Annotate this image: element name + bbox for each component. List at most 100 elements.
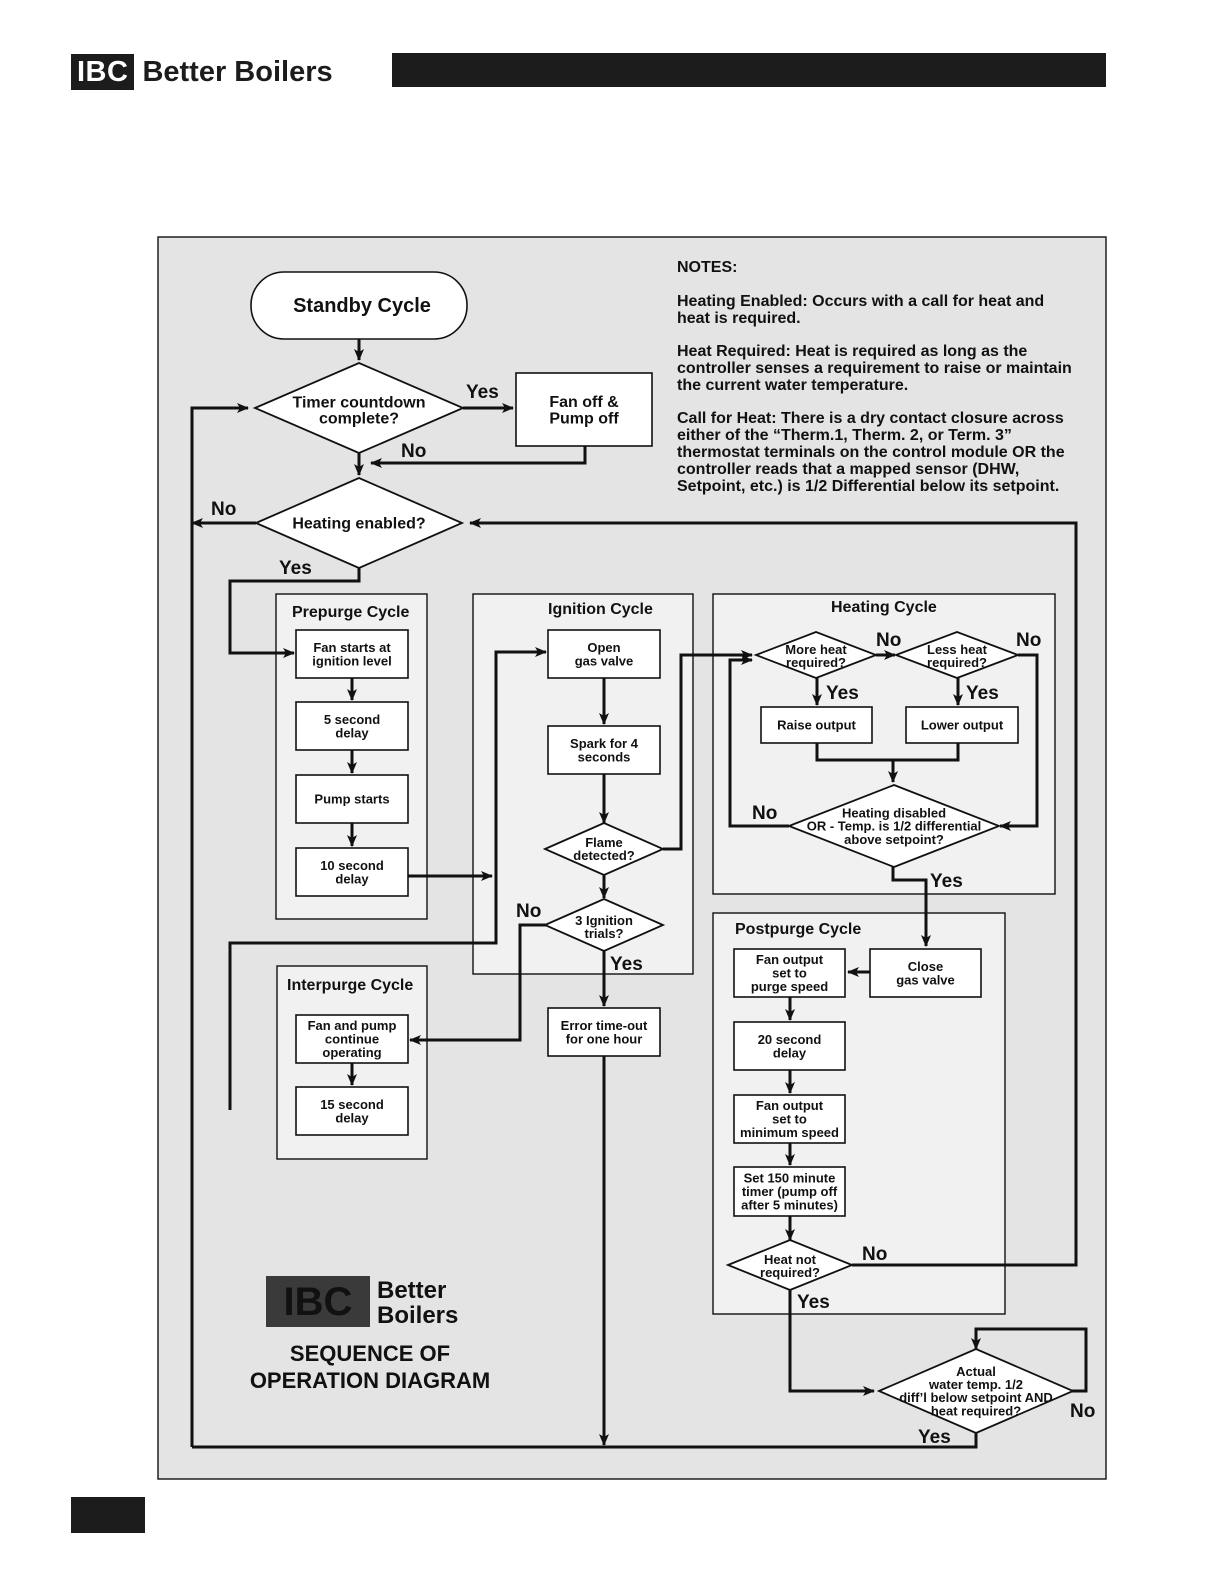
ign2-box [547,725,661,775]
trials-text-line-1: 3 Ignition [575,913,633,928]
inter1-box [295,1014,409,1064]
raise-text-line-1: Raise output [777,718,856,733]
ign2-text-line-2: seconds [578,749,631,764]
note-2-line-3: the current water temperature. [677,377,908,394]
flame-text-line-2: detected? [573,848,634,863]
error-text-line-1: Error time-out [561,1018,648,1033]
inter2-box [295,1086,409,1136]
line-actual-yes-back [192,1433,978,1449]
label-heat-not-no: No [862,1244,887,1265]
label-actual-no: No [1070,1401,1095,1422]
pre3-text-line-1: Pump starts [314,792,389,807]
heat_disabled-text-line-3: above setpoint? [844,832,944,847]
header-logo-mark: IBC [71,54,135,90]
pre1-box [295,629,409,679]
post3-text-line-2: set to [772,1112,807,1127]
more_heat-decision [753,631,879,679]
trials-decision [542,898,666,952]
inter2-text-line-2: delay [335,1110,369,1125]
footer-page-tab [71,1497,145,1533]
post4-text-line-3: after 5 minutes) [741,1198,838,1213]
note-3-line-4: controller reads that a mapped sensor (D… [677,461,1019,478]
header-logo-name: Better Boilers [142,55,333,88]
arrow-actual-no-loop [971,1327,1088,1393]
actual_temp-decision [876,1348,1076,1434]
more_heat-text-line-2: required? [786,655,846,670]
notes-title: NOTES: [677,259,737,276]
label-trials-no: No [516,901,541,922]
error-box [547,1007,661,1057]
heating_enabled-text-line-1: Heating enabled? [292,516,425,533]
arrow-heat-not-yes-to-actual [788,1290,875,1396]
heating_enabled-decision [253,477,465,569]
pre1-text-line-2: ignition level [312,653,391,668]
arrow-interpurge-to-ignition [228,647,547,1110]
label-heating-yes: Yes [279,558,312,579]
heat_disabled-text-line-2: OR - Temp. is 1/2 differential [807,819,982,834]
heating-cycle-title: Heating Cycle [831,599,937,616]
ign1-text-line-1: Open [587,640,620,655]
label-less-no: No [1016,630,1041,651]
post1-box [733,948,846,998]
post3-text-line-3: minimum speed [740,1125,839,1140]
arrow-loop-to-timer [190,403,249,1447]
timer-decision [252,362,466,454]
label-heating-no: No [211,499,236,520]
label-more-no: No [876,630,901,651]
arrow-less-no-to-heat-disabled [999,653,1039,831]
error-text-line-2: for one hour [566,1031,643,1046]
label-trials-yes: Yes [610,954,643,975]
line-raise-lower-join [815,743,960,762]
lower-box [905,706,1019,744]
post1-text-line-2: set to [772,966,807,981]
ign1-box [547,629,661,679]
pre3-box [295,774,409,824]
actual_temp-text-line-2: water temp. 1/2 [928,1377,1023,1392]
timer-text-line-1: Timer countdown [292,395,425,412]
label-more-yes: Yes [826,683,859,704]
heat_not_req-text-line-2: required? [760,1265,820,1280]
note-2-line-2: controller senses a requirement to raise… [677,360,1072,377]
post2-text-line-2: delay [773,1045,807,1060]
actual_temp-text-line-4: heat required? [931,1403,1021,1418]
note-1-line-1: Heating Enabled: Occurs with a call for … [677,293,1044,310]
arrow-heat-disabled-no-loop [728,655,789,828]
label-heat-not-yes: Yes [797,1292,830,1313]
postpurge-cycle-title: Postpurge Cycle [735,921,861,938]
inter1-text-line-2: continue [325,1032,379,1047]
arrow-heat-disabled-yes-to-close [891,867,931,947]
label-actual-yes: Yes [918,1427,951,1448]
ign2-text-line-1: Spark for 4 [570,736,639,751]
post4-text-line-2: timer (pump off [742,1184,838,1199]
note-3-line-3: thermostat terminals on the control modu… [677,444,1065,461]
post3-box [733,1094,846,1144]
arrow-flame-yes-to-heating [663,650,753,851]
note-3-line-1: Call for Heat: There is a dry contact cl… [677,410,1064,427]
ignition-cycle-title: Ignition Cycle [548,601,653,618]
arrow-fan-off-to-merge [370,446,587,468]
trials-text-line-2: trials? [584,926,623,941]
arrow-heating-yes-to-prepurge [228,568,361,658]
pre1-text-line-1: Fan starts at [313,640,391,655]
actual_temp-text-line-1: Actual [956,1364,996,1379]
ign1-text-line-2: gas valve [575,653,634,668]
lower-text-line-1: Lower output [921,718,1004,733]
fan_off-text-line-1: Fan off & [549,394,619,411]
pre2-box [295,701,409,751]
pre2-text-line-2: delay [335,725,369,740]
note-2-line-1: Heat Required: Heat is required as long … [677,343,1027,360]
inter1-text-line-3: operating [322,1045,381,1060]
brand-caption-1: SEQUENCE OF [290,1341,450,1366]
post1-text-line-1: Fan output [756,952,824,967]
header-bar [392,53,1106,87]
close_valve-text-line-2: gas valve [896,972,955,987]
label-less-yes: Yes [966,683,999,704]
brand-logo-mark: IBC [284,1280,353,1324]
prepurge-cycle-title: Prepurge Cycle [292,604,409,621]
note-3-line-5: Setpoint, etc.) is 1/2 Differential belo… [677,478,1059,495]
post2-text-line-1: 20 second [758,1032,822,1047]
pre4-box [295,847,409,897]
less_heat-text-line-1: Less heat [927,642,988,657]
label-heat-disabled-no: No [752,803,777,824]
note-3-line-2: either of the “Therm.1, Therm. 2, or Ter… [677,427,1012,444]
